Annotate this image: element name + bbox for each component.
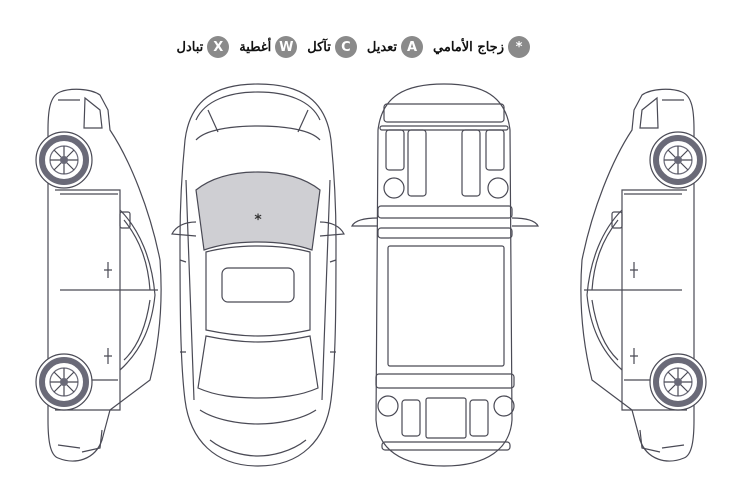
car-plan-view[interactable] <box>351 83 539 467</box>
legend-label-adjustment: تعديل <box>366 39 398 55</box>
legend-label-replacement: تبادل <box>176 39 204 55</box>
left-front-wheel[interactable] <box>35 131 93 189</box>
legend-label-corrosion: تآكل <box>307 39 331 55</box>
windshield-panel[interactable] <box>195 171 321 251</box>
right-rear-wheel[interactable] <box>649 353 707 411</box>
legend-item-corrosion: C تآكل <box>307 36 357 58</box>
car-left-side-view[interactable] <box>35 88 162 462</box>
legend-item-windshield: * زجاج الأمامي <box>433 36 530 58</box>
covers-badge: W <box>275 36 298 58</box>
replacement-badge: X <box>207 36 230 58</box>
legend-label-covers: أغطية <box>239 39 272 55</box>
windshield-marker: * <box>254 212 262 228</box>
car-right-side-view[interactable] <box>580 88 707 462</box>
legend-item-covers: W أغطية <box>239 36 298 58</box>
legend-item-adjustment: A تعديل <box>366 36 424 58</box>
corrosion-badge: C <box>334 36 357 58</box>
legend-item-replacement: X تبادل <box>177 36 230 58</box>
left-rear-wheel[interactable] <box>35 353 93 411</box>
damage-legend: * زجاج الأمامي A تعديل C تآكل W أغطية X … <box>130 34 530 60</box>
right-front-wheel[interactable] <box>649 131 707 189</box>
legend-label-windshield: زجاج الأمامي <box>433 39 504 55</box>
adjustment-badge: A <box>401 36 424 58</box>
windshield-badge: * <box>508 36 530 58</box>
car-top-view[interactable]: * <box>171 83 345 467</box>
